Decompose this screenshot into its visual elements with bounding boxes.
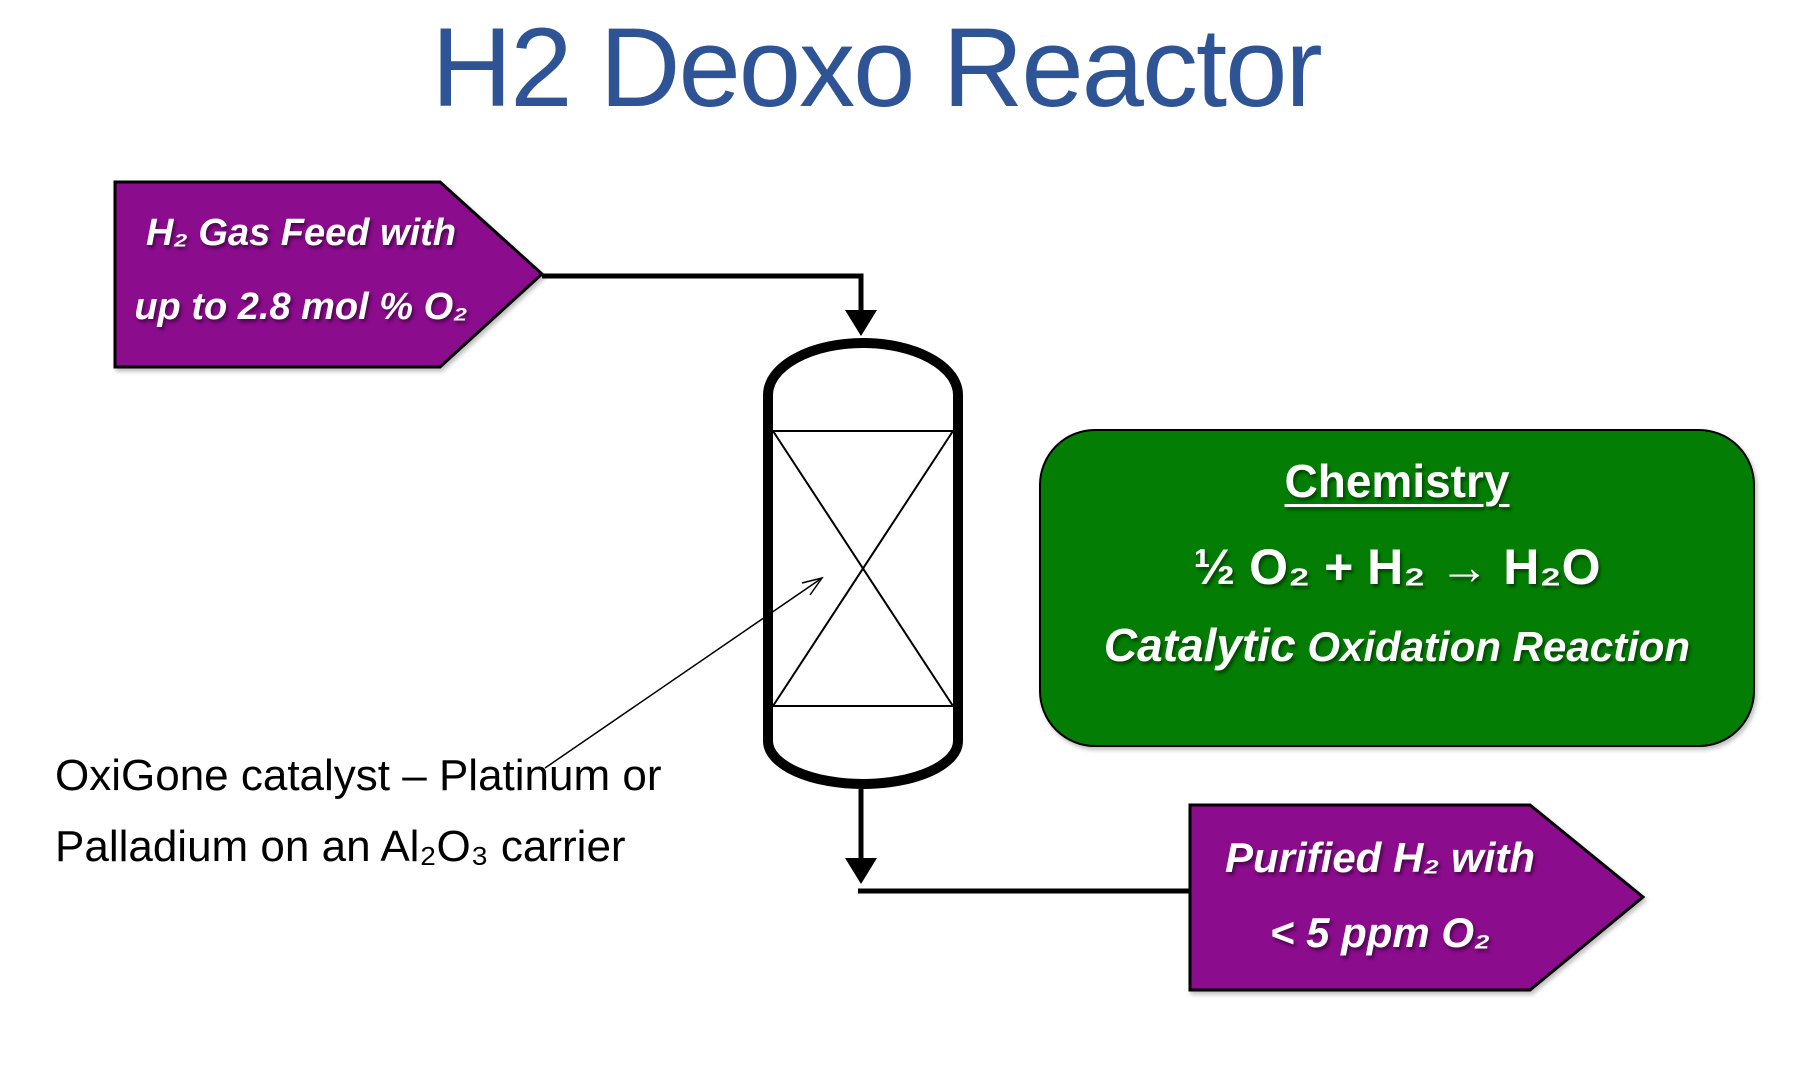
chemistry-box: Chemistry ½ O₂ + H₂ → H₂O Catalytic Oxid… bbox=[1040, 430, 1754, 672]
chemistry-reaction-line: Catalytic Oxidation Reaction bbox=[1040, 618, 1754, 672]
catalyst-note: OxiGone catalyst – Platinum or Palladium… bbox=[55, 740, 661, 882]
outlet-arrow-label-line2: < 5 ppm O₂ bbox=[1269, 909, 1491, 956]
catalyst-note-line2: Palladium on an Al₂O₃ carrier bbox=[55, 822, 626, 871]
feed-arrow-label: H₂ Gas Feed with up to 2.8 mol % O₂ bbox=[115, 196, 487, 344]
outlet-arrow-label-line1: Purified H₂ with bbox=[1224, 834, 1536, 881]
catalyst-pointer-arrowhead bbox=[801, 576, 824, 596]
feed-pipe-arrowhead bbox=[845, 310, 877, 336]
catalyst-note-line1: OxiGone catalyst – Platinum or bbox=[55, 751, 662, 800]
reactor-vessel-outline bbox=[763, 338, 963, 789]
catalyst-x-line-2 bbox=[772, 430, 954, 707]
chemistry-equation: ½ O₂ + H₂ → H₂O bbox=[1193, 539, 1601, 595]
feed-arrow-label-line1: H₂ Gas Feed with bbox=[145, 212, 457, 254]
outlet-arrow-shape bbox=[1188, 803, 1646, 992]
chemistry-reaction-rest: Oxidation Reaction bbox=[1295, 623, 1691, 670]
outlet-pipe-arrowhead bbox=[845, 858, 877, 884]
outlet-arrow-label: Purified H₂ with < 5 ppm O₂ bbox=[1190, 820, 1570, 970]
feed-arrow-shape bbox=[113, 180, 545, 369]
slide-title: H2 Deoxo Reactor bbox=[431, 5, 1322, 130]
catalyst-pointer-line bbox=[544, 577, 823, 769]
feed-pipe-line bbox=[542, 273, 864, 316]
chemistry-box-shape bbox=[1039, 429, 1755, 747]
chemistry-heading: Chemistry bbox=[1284, 455, 1510, 507]
chemistry-reaction-catalytic: Catalytic bbox=[1103, 619, 1296, 671]
feed-arrow-label-line2: up to 2.8 mol % O₂ bbox=[134, 286, 468, 328]
